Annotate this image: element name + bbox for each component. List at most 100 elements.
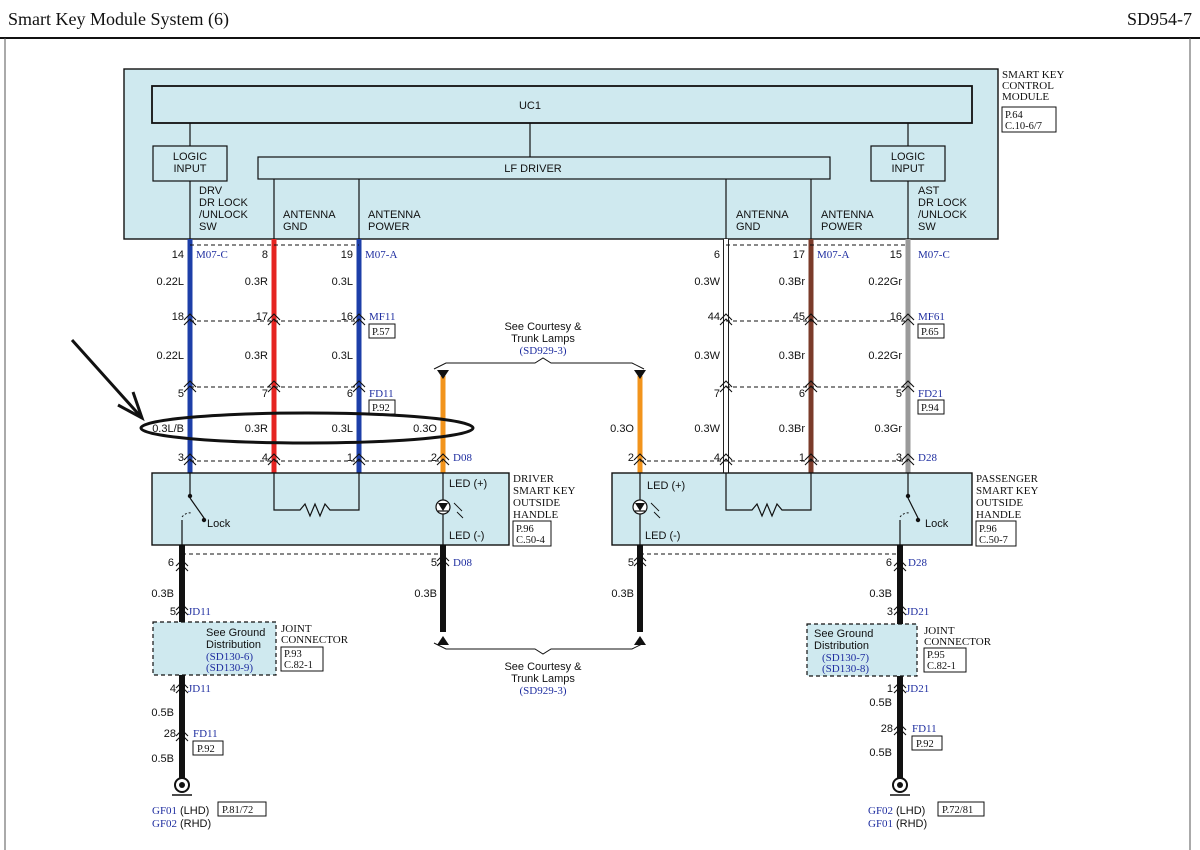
svg-text:0.3O: 0.3O: [610, 423, 634, 435]
uc1-box: [151, 85, 973, 124]
svg-text:ANTENNA: ANTENNA: [368, 209, 421, 221]
connector-fd11: FD11: [369, 388, 394, 400]
svg-text:0.3L: 0.3L: [332, 423, 353, 435]
svg-text:SW: SW: [199, 221, 217, 233]
svg-text:5: 5: [431, 557, 437, 569]
svg-text:(RHD): (RHD): [896, 818, 927, 830]
svg-text:LED (+): LED (+): [647, 480, 685, 492]
svg-text:17: 17: [793, 249, 805, 261]
svg-text:0.3R: 0.3R: [245, 350, 268, 362]
svg-text:6: 6: [168, 557, 174, 569]
driver-handle: Lock LED (+) LED (-) DRIVER SMART KEY OU…: [151, 472, 575, 547]
svg-text:C.82-1: C.82-1: [284, 660, 313, 671]
connector-fd11-bottom: FD11: [193, 728, 218, 740]
svg-text:CONTROL: CONTROL: [1002, 80, 1054, 92]
svg-text:0.5B: 0.5B: [869, 697, 892, 709]
svg-text:0.3B: 0.3B: [611, 588, 634, 600]
svg-text:4: 4: [262, 452, 268, 464]
connector-chevron-row1-1: [267, 313, 281, 326]
svg-text:6: 6: [886, 557, 892, 569]
svg-text:SMART KEY: SMART KEY: [976, 485, 1038, 497]
driver-lock-label: Lock: [207, 518, 231, 530]
connector-jd21-bottom: JD21: [906, 683, 929, 695]
svg-text:P.81/72: P.81/72: [222, 805, 253, 816]
svg-text:28: 28: [164, 728, 176, 740]
logic-input-left: [152, 145, 228, 182]
connector-jd11-bottom: JD11: [188, 683, 211, 695]
svg-text:P.93: P.93: [284, 649, 302, 660]
svg-text:0.5B: 0.5B: [869, 747, 892, 759]
svg-text:Distribution: Distribution: [206, 639, 261, 651]
chev-d08-bot: [436, 554, 450, 567]
svg-text:C.50-4: C.50-4: [516, 535, 546, 546]
svg-text:GF01: GF01: [152, 805, 177, 817]
svg-text:0.3O: 0.3O: [413, 423, 437, 435]
svg-text:P.96: P.96: [516, 524, 534, 535]
svg-text:0.5B: 0.5B: [151, 753, 174, 765]
svg-text:0.3W: 0.3W: [694, 276, 720, 288]
svg-text:POWER: POWER: [368, 221, 410, 233]
svg-text:P.92: P.92: [197, 744, 215, 755]
lamp-return-right-icon: [634, 636, 646, 645]
svg-text:1: 1: [887, 683, 893, 695]
svg-text:(SD929-3): (SD929-3): [519, 345, 566, 357]
svg-text:0.3B: 0.3B: [869, 588, 892, 600]
connector-chevron-row1-0: [183, 313, 197, 326]
svg-text:OUTSIDE: OUTSIDE: [513, 497, 560, 509]
connector-fd11-bottom-right: FD11: [912, 723, 937, 735]
svg-text:HANDLE: HANDLE: [976, 509, 1021, 521]
svg-text:19: 19: [341, 249, 353, 261]
svg-text:Distribution: Distribution: [814, 640, 869, 652]
svg-text:(RHD): (RHD): [180, 818, 211, 830]
svg-text:(LHD): (LHD): [896, 805, 925, 817]
chev-d08p-bot: [633, 554, 647, 567]
connector-chevron-row2-3: [719, 380, 733, 393]
svg-text:GND: GND: [283, 221, 308, 233]
svg-text:28: 28: [881, 723, 893, 735]
connector-dashes: [182, 244, 908, 555]
svg-text:0.3W: 0.3W: [694, 423, 720, 435]
svg-text:0.3R: 0.3R: [245, 423, 268, 435]
connector-d08-top: D08: [453, 452, 472, 464]
connector-chevron-row3-6: [804, 453, 818, 466]
chev-fd11-bot: [175, 729, 189, 742]
connector-chevron-row1-2: [352, 313, 366, 326]
svg-text:LED (-): LED (-): [645, 530, 680, 542]
connector-chevron-row2-1: [267, 380, 281, 393]
svg-text:(LHD): (LHD): [180, 805, 209, 817]
svg-text:0.22L: 0.22L: [156, 276, 184, 288]
svg-text:0.3R: 0.3R: [245, 276, 268, 288]
svg-text:INPUT: INPUT: [174, 163, 207, 175]
user-annotation: [70, 338, 475, 445]
chev-fd21-bot: [893, 723, 907, 736]
svg-text:1: 1: [799, 452, 805, 464]
svg-text:DR LOCK: DR LOCK: [918, 197, 968, 209]
passenger-antenna-icon: [725, 473, 812, 518]
svg-text:5: 5: [170, 606, 176, 618]
connector-labels: M07-C M07-A M07-A M07-C MF11 P.57 MF61 P…: [188, 249, 950, 756]
svg-text:2: 2: [628, 452, 634, 464]
svg-text:See Ground: See Ground: [206, 627, 265, 639]
connector-mf61: MF61: [918, 311, 945, 323]
svg-text:7: 7: [714, 388, 720, 400]
svg-text:SMART KEY: SMART KEY: [1002, 69, 1064, 81]
svg-text:SW: SW: [918, 221, 936, 233]
svg-text:P.95: P.95: [927, 650, 945, 661]
svg-text:Trunk Lamps: Trunk Lamps: [511, 673, 575, 685]
svg-text:(SD130-9): (SD130-9): [206, 662, 253, 674]
svg-text:0.22Gr: 0.22Gr: [868, 276, 902, 288]
svg-text:/UNLOCK: /UNLOCK: [918, 209, 968, 221]
svg-text:6: 6: [714, 249, 720, 261]
svg-text:INPUT: INPUT: [892, 163, 925, 175]
connector-chevron-row1-5: [901, 313, 915, 326]
svg-text:44: 44: [708, 311, 720, 323]
connector-m07a-left: M07-A: [365, 249, 397, 261]
svg-text:CONNECTOR: CONNECTOR: [924, 636, 992, 648]
connector-chevron-row2-0: [183, 380, 197, 393]
svg-text:1: 1: [347, 452, 353, 464]
svg-text:17: 17: [256, 311, 268, 323]
svg-text:5: 5: [628, 557, 634, 569]
svg-text:P.92: P.92: [372, 403, 390, 414]
svg-text:GF01: GF01: [868, 818, 893, 830]
connector-chevron-row3-7: [901, 453, 915, 466]
